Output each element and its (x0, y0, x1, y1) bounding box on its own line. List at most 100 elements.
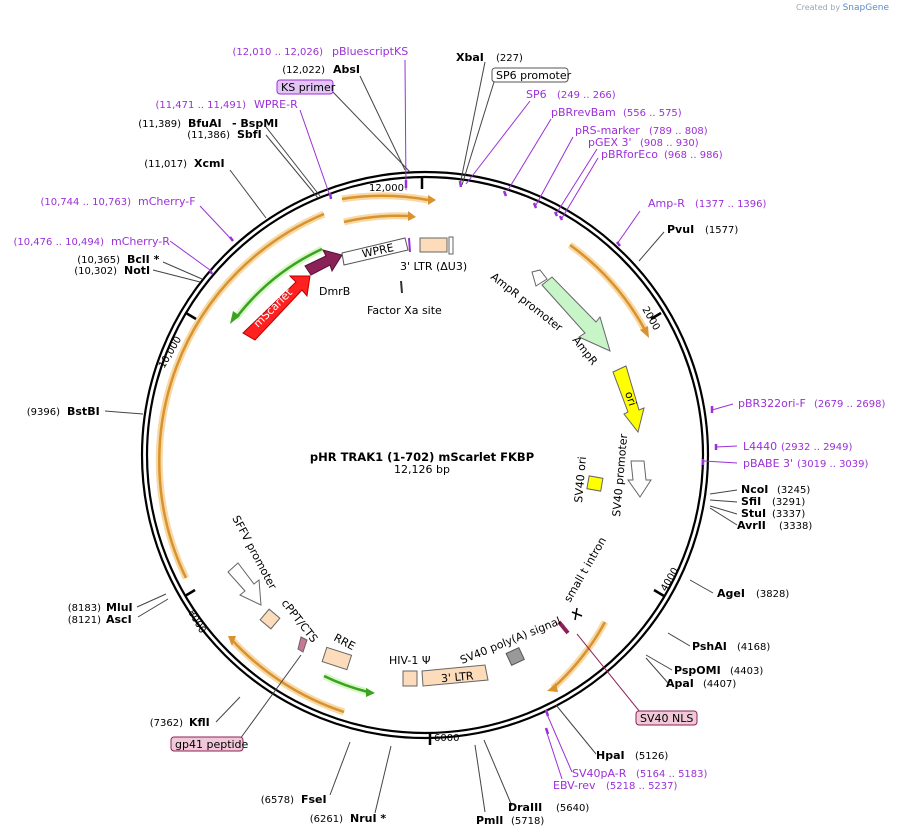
sp6-promoter-label: SP6 promoter (496, 69, 572, 82)
site-pos-bfuai: (11,389) (138, 119, 181, 130)
site-pos-draiii: (5640) (556, 803, 589, 814)
site-pos-pgex3: (908 .. 930) (640, 138, 699, 149)
site-name-pbluescriptks: pBluescriptKS (332, 45, 408, 58)
site-name-bcli: BclI * (127, 253, 160, 266)
ltr3b-label: 3' LTR (441, 669, 475, 685)
gp41-mark (297, 636, 308, 653)
ticks (184, 177, 665, 745)
backbone-outer (140, 170, 710, 740)
site-pos-bcli: (10,365) (77, 255, 120, 266)
site-name-ncoi: NcoI (741, 483, 768, 496)
site-pos-mlui: (8183) (68, 603, 101, 614)
sv40-nls-label: SV40 NLS (640, 712, 693, 725)
site-name-sfii: SfiI (741, 495, 761, 508)
sv40-nls-badge[interactable] (635, 710, 698, 726)
site-pos-sfii: (3291) (772, 497, 805, 508)
site-pos-hpai: (5126) (635, 751, 668, 762)
site-name-kfli: KflI (189, 716, 210, 729)
ampr-promoter-arrow (531, 269, 548, 287)
hiv-psi-label: HIV-1 Ψ (389, 654, 431, 667)
credit-prefix: Created by (796, 3, 841, 12)
site-pos-xcmi: (11,017) (144, 159, 187, 170)
site-name-absi: AbsI (333, 63, 360, 76)
site-pos-absi: (12,022) (282, 65, 325, 76)
site-name-nrui: NruI * (350, 812, 386, 825)
plasmid-length: 12,126 bp (394, 463, 450, 476)
site-pos-avrii: (3338) (779, 521, 812, 532)
site-pos-l4440: (2932 .. 2949) (781, 442, 853, 453)
site-pos-ncoi: (3245) (777, 485, 810, 496)
factor-xa-label: Factor Xa site (367, 304, 442, 317)
site-pos-mcherry-r: (10,476 .. 10,494) (14, 237, 105, 248)
site-name-pbrrevbam: pBRrevBam (551, 106, 616, 119)
site-name-mcherry-f: mCherry-F (138, 195, 196, 208)
site-name-bfuai: BfuAI (188, 117, 222, 130)
site-pos-stui: (3337) (772, 509, 805, 520)
wpre-box (341, 237, 409, 266)
gp41-peptide-label: gp41 peptide (175, 738, 249, 751)
site-pos-fsei: (6578) (261, 795, 294, 806)
site-pos-mcherry-f: (10,744 .. 10,763) (41, 197, 132, 208)
site-pos-pmli: (5718) (511, 816, 544, 827)
factor-xa-marker (400, 280, 403, 294)
site-pos-sv40pa-r: (5164 .. 5183) (636, 769, 708, 780)
snapgene-credit: Created by SnapGene (796, 3, 889, 13)
site-name-avrii: AvrII (737, 519, 766, 532)
site-name-pshai: PshAI (692, 640, 727, 653)
site-pos-prs-marker: (789 .. 808) (649, 126, 708, 137)
mscarlet-arrow (242, 275, 311, 341)
dmrb-arrow (304, 249, 343, 276)
cppt-box (259, 608, 281, 630)
sv40-ori-label: SV40 ori (572, 456, 589, 503)
site-name-mcherry-r: mCherry-R (111, 235, 170, 248)
ampr-arrow (541, 276, 611, 352)
site-pos-asci: (8121) (68, 615, 101, 626)
site-pos-xbai: (227) (496, 53, 523, 64)
sv40-promoter-arrow (627, 460, 652, 498)
site-name-bstbi: BstBI (67, 405, 100, 418)
rre-box (321, 646, 353, 671)
site-name-pbabe3: pBABE 3' (743, 457, 793, 470)
site-name-pgex3: pGEX 3' (588, 136, 632, 149)
tick-label-6000: 6000 (434, 733, 459, 744)
leader-lines (104, 59, 738, 814)
primer-ticks (208, 180, 718, 735)
site-pos-nrui: (6261) (310, 814, 343, 825)
site-pos-wpre-r: (11,471 .. 11,491) (156, 100, 247, 111)
gp41-peptide-badge[interactable] (170, 736, 244, 752)
site-name-amp-r: Amp-R (648, 197, 685, 210)
ori-arrow (612, 365, 645, 434)
ltr3-box (419, 237, 448, 253)
tick-label-8000: 8000 (185, 608, 207, 636)
site-name-wpre-r: WPRE-R (254, 98, 298, 111)
site-pos-bstbi: (9396) (27, 407, 60, 418)
ks-primer-badge[interactable] (276, 79, 334, 95)
site-pos-sbfi: (11,386) (187, 130, 230, 141)
tick-label-12000: 12,000 (369, 183, 404, 194)
plasmid-title: pHR TRAK1 (1-702) mScarlet FKBP (310, 450, 534, 464)
site-name-pbrforeco: pBRforEco (601, 148, 658, 161)
wpre-marker (408, 237, 411, 253)
ltr3-label: 3' LTR (ΔU3) (400, 260, 467, 273)
dmrb-label: DmrB (319, 285, 350, 298)
credit-brand: SnapGene (842, 3, 889, 13)
site-pos-pvui: (1577) (705, 225, 738, 236)
small-t-intron-mark (571, 607, 583, 621)
site-pos-sp6: (249 .. 266) (557, 90, 616, 101)
sp6-promoter-badge[interactable] (491, 67, 569, 83)
site-name-asci: AscI (106, 613, 132, 626)
ori-label: ori (622, 390, 639, 408)
site-pos-ebv-rev: (5218 .. 5237) (606, 781, 678, 792)
site-name-sv40pa-r: SV40pA-R (572, 767, 627, 780)
site-name-pvui: PvuI (667, 223, 694, 236)
site-pos-pshai: (4168) (737, 642, 770, 653)
site-pos-pbr322ori-f: (2679 .. 2698) (814, 399, 886, 410)
site-name-sp6: SP6 (526, 88, 547, 101)
site-pos-pspomi: (4403) (730, 666, 763, 677)
site-name-mlui: MluI (106, 601, 133, 614)
site-name-fsei: FseI (301, 793, 327, 806)
site-name-pmli: PmlI (476, 814, 503, 827)
site-name-sbfi: SbfI (237, 128, 262, 141)
sv40-ori-box (586, 475, 604, 492)
